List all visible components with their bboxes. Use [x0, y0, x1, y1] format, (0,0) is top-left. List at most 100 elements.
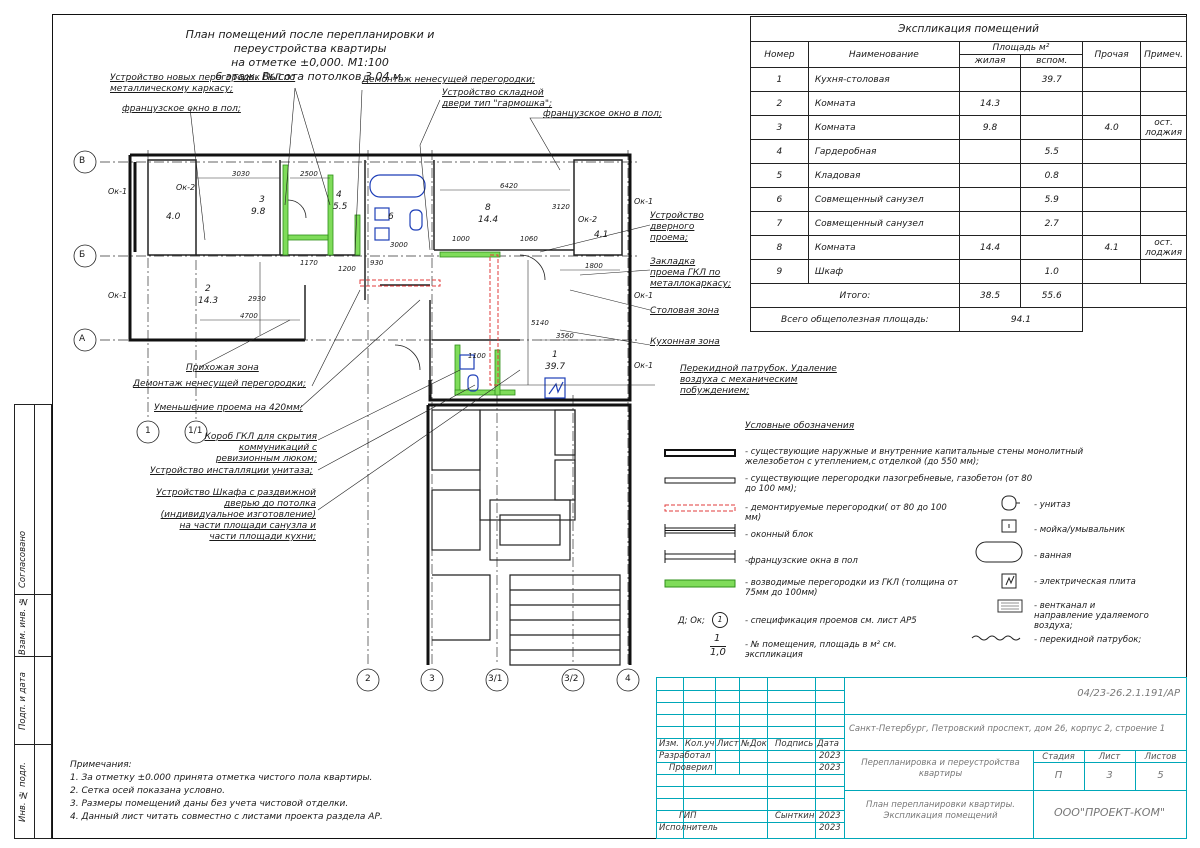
room-2-num: 2: [205, 284, 211, 294]
dim-text: 2500: [300, 170, 318, 178]
cell-living: [958, 67, 1022, 92]
legend-right-item: - мойка/умывальник: [1034, 525, 1126, 535]
stamp-stage: П: [1054, 770, 1063, 781]
col-other: Прочая: [1082, 41, 1142, 68]
cell-num: 5: [750, 163, 809, 188]
axis-label-1: 1: [145, 426, 151, 436]
stamp-drawing: План перепланировки квартиры. Экспликаци…: [866, 800, 1015, 821]
swatch-gkl: [664, 579, 736, 588]
callout-wardrobe: Устройство Шкафа с раздвижной дверью до …: [156, 488, 316, 542]
axis-label-4: 4: [625, 674, 631, 684]
side-row-line: [14, 656, 52, 657]
swatch-demolished: [664, 504, 736, 512]
stamp-sheet: 3: [1106, 770, 1113, 781]
room-4-area: 5.5: [333, 202, 348, 212]
stamp-col: Кол.уч: [685, 739, 715, 749]
stamp-name: Сынткин: [775, 811, 815, 821]
callout-gkl-box: Короб ГКЛ для скрытия коммуникаций с рев…: [204, 432, 317, 464]
cell-aux: 0.8: [1020, 163, 1084, 188]
note-item: 2. Сетка осей показана условно.: [70, 786, 226, 796]
cell-living: [958, 187, 1022, 212]
cell-other: [1082, 139, 1142, 164]
cell-other: 4.1: [1082, 235, 1142, 260]
stamp-date: 2023: [819, 763, 841, 773]
legend-num-top: 1: [714, 633, 721, 644]
room-2-area: 14.3: [198, 296, 219, 306]
cell-living: [958, 163, 1022, 188]
stamp-stage-h: Стадия: [1042, 752, 1075, 762]
cell-living: [958, 259, 1022, 284]
room-4-num: 4: [336, 190, 342, 200]
useful-label: Всего общеполезная площадь:: [750, 307, 960, 332]
tb-divider: [844, 678, 845, 838]
dim-text: 3030: [232, 170, 250, 178]
callout-folding-door: Устройство складной двери тип "гармошка"…: [442, 88, 553, 109]
callout-gkl-partitions: Устройство новых перегородок ГКЛ по мета…: [110, 73, 296, 94]
legend-item: - существующие наружные и внутренние кап…: [745, 447, 1084, 467]
cell-note: ост. лоджия: [1140, 235, 1187, 260]
axis-label-b: Б: [79, 250, 86, 260]
stove-icon: [1001, 573, 1017, 589]
dimension-lines: [196, 177, 620, 385]
cell-note: [1140, 187, 1187, 212]
cell-aux: [1020, 115, 1084, 140]
axis-label-2: 2: [365, 674, 371, 684]
side-divider: [34, 404, 35, 839]
cell-note: [1140, 211, 1187, 236]
stamp-col: Подпись: [775, 739, 814, 749]
room-3-num: 3: [259, 195, 265, 205]
side-row-line: [14, 594, 52, 595]
legend-num-bar: [710, 646, 726, 647]
dim-text: 5140: [531, 319, 549, 327]
legend-right-item: - электрическая плита: [1034, 577, 1136, 587]
cell-other: [1082, 163, 1142, 188]
legend-num-bottom: 1,0: [710, 647, 726, 658]
cell-name: Кухня-столовая: [807, 67, 960, 92]
window-tag: Ок-1: [108, 291, 128, 300]
useful-empty: [1082, 307, 1187, 332]
legend-swatches: [664, 449, 736, 588]
cell-other: [1082, 91, 1142, 116]
legend-spec-prefix: Д; Ок;: [678, 616, 705, 626]
cell-aux: 2.7: [1020, 211, 1084, 236]
dim-text: 3000: [390, 241, 408, 249]
room-6-num: 6: [388, 212, 394, 222]
cell-living: [958, 211, 1022, 236]
axis-label-a: А: [79, 334, 86, 344]
dim-text: 1100: [468, 352, 486, 360]
cell-aux: 5.9: [1020, 187, 1084, 212]
legend-item: - спецификация проемов см. лист АР5: [745, 616, 917, 626]
stamp-col: №Док: [741, 739, 767, 749]
legend-right-item: - вентканал и направление удаляемого воз…: [1034, 601, 1149, 631]
dim-text: 6420: [500, 182, 518, 190]
callout-kitchen-zone: Кухонная зона: [650, 337, 720, 347]
cell-aux: 39.7: [1020, 67, 1084, 92]
cell-note: [1140, 91, 1187, 116]
dim-text: 1800: [585, 262, 603, 270]
side-stamp-frame: [14, 404, 52, 839]
callout-gkl-fill: Закладка проема ГКЛ по металлокаркасу;: [650, 257, 732, 289]
leader-lines: [189, 87, 655, 511]
cell-other: [1082, 259, 1142, 284]
legend-item: -французские окна в пол: [745, 556, 858, 566]
window-tag: Ок-1: [634, 361, 654, 370]
stamp-date: 2023: [819, 751, 841, 761]
axis-label-3: 3: [429, 674, 435, 684]
notes: Примечания: 1. За отметку ±0.000 принята…: [70, 759, 630, 824]
sheet-frame: [52, 14, 1187, 839]
cell-other: [1082, 187, 1142, 212]
plan-title: План помещений после перепланировки и пе…: [150, 28, 470, 84]
dim-text: 1200: [338, 265, 356, 273]
axis-bubbles: [73, 150, 640, 692]
plan-title-line: План помещений после перепланировки и пе…: [185, 28, 435, 55]
stamp-code: 04/23-26.2.1.191/АР: [1077, 688, 1180, 699]
bathtub-icon: [975, 541, 1023, 563]
note-item: 3. Размеры помещений даны без учета чист…: [70, 799, 349, 809]
room-3-area: 9.8: [251, 207, 266, 217]
loggia-8-area: 4.1: [594, 230, 609, 240]
col-num: Номер: [750, 41, 809, 68]
cell-num: 1: [750, 67, 809, 92]
callout-demolition-1: Демонтаж ненесущей перегородки;: [362, 75, 535, 85]
